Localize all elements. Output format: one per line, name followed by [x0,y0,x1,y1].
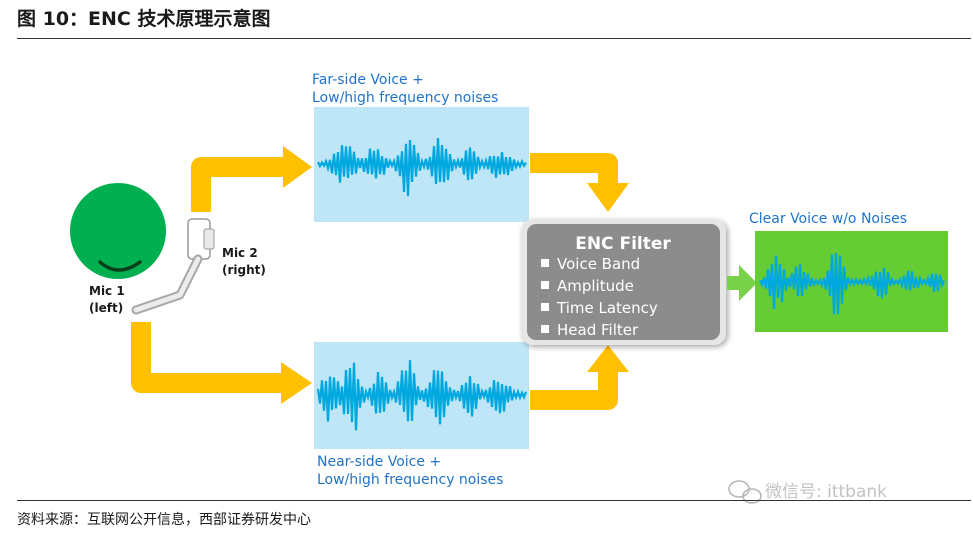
bullet-icon [541,259,549,267]
arrow-to-near-side [131,322,281,393]
bullet-icon [541,303,549,311]
mic2-label-line2: (right) [222,263,266,277]
output-arrow-icon [727,265,757,301]
headset-icon [131,218,215,315]
filter-item: Head Filter [557,321,639,339]
mic1-label-line2: (left) [89,301,123,315]
filter-item: Amplitude [557,277,634,295]
filter-item: Voice Band [557,255,640,273]
near-side-waveform [316,360,528,431]
near-side-label-line1: Near-side Voice + [317,454,441,470]
figure-title: 图 10：ENC 技术原理示意图 [17,8,271,30]
head-icon [70,183,166,279]
smile-icon [98,260,142,272]
arrowhead-icon [283,146,312,188]
arrowhead-icon [587,183,629,212]
bottom-rule [17,500,971,501]
arrow-near-to-filter [530,372,618,410]
figure-source: 资料来源：互联网公开信息，西部证券研发中心 [17,512,311,528]
arrow-to-far-side [191,157,283,212]
output-label: Clear Voice w/o Noises [749,211,907,227]
mic2-label-line1: Mic 2 [222,246,258,260]
bullet-icon [541,325,549,333]
arrows [131,153,618,410]
filter-item: Time Latency [556,299,658,317]
wechat-watermark: 微信号: ittbank [728,480,887,504]
bullet-icon [541,281,549,289]
arrowhead-icon [281,362,312,404]
near-side-label-line2: Low/high frequency noises [317,472,503,488]
far-side-label-line2: Low/high frequency noises [312,90,498,106]
mic1-label-line1: Mic 1 [89,284,125,298]
enc-filter-box: ENC Filter Voice Band Amplitude Time Lat… [521,219,726,345]
top-rule [17,38,971,39]
far-side-label-line1: Far-side Voice + [312,72,424,88]
enc-filter-title: ENC Filter [575,234,671,254]
arrow-far-to-filter [530,153,618,183]
arrowhead-icon [587,345,629,372]
clear-voice-waveform [759,253,946,315]
watermark-text: 微信号: ittbank [765,482,887,502]
far-side-waveform [317,138,527,197]
